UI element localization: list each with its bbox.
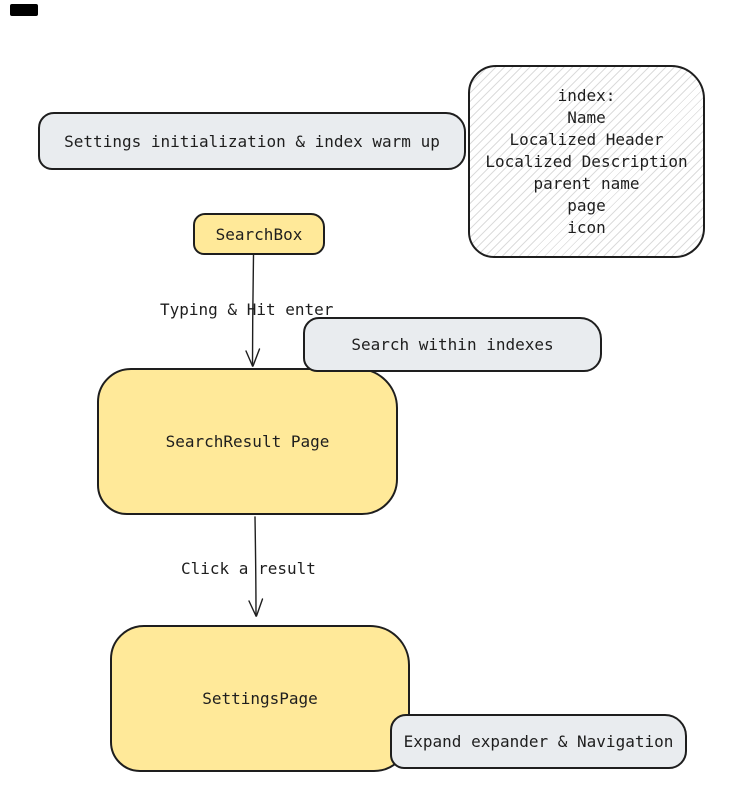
node-searchbox: SearchBox bbox=[193, 213, 325, 255]
index-note-line-title: index: bbox=[557, 85, 616, 105]
node-search-result-page-label: SearchResult Page bbox=[165, 432, 330, 451]
node-settings-page: SettingsPage bbox=[110, 625, 410, 772]
node-search-result-page: SearchResult Page bbox=[97, 368, 398, 515]
index-note-line-localized-description: Localized Description bbox=[485, 151, 688, 171]
edge-label-typing: Typing & Hit enter bbox=[160, 300, 334, 319]
black-marker bbox=[10, 4, 38, 16]
node-settings-initialization-label: Settings initialization & index warm up bbox=[64, 131, 440, 151]
node-expand-expander-navigation-label: Expand expander & Navigation bbox=[403, 732, 674, 751]
edge-label-click-result: Click a result bbox=[181, 559, 316, 578]
node-expand-expander-navigation: Expand expander & Navigation bbox=[390, 714, 687, 769]
node-search-within-indexes: Search within indexes bbox=[303, 317, 602, 372]
node-settings-initialization: Settings initialization & index warm up bbox=[38, 112, 466, 170]
node-index-note: index: Name Localized Header Localized D… bbox=[468, 65, 705, 258]
arrow-typing-hit-enter bbox=[245, 254, 261, 367]
index-note-line-parent-name: parent name bbox=[533, 173, 640, 193]
index-note-line-localized-header: Localized Header bbox=[509, 129, 664, 149]
node-searchbox-label: SearchBox bbox=[215, 224, 303, 244]
node-search-within-indexes-label: Search within indexes bbox=[351, 335, 554, 354]
index-note-line-icon: icon bbox=[567, 217, 606, 237]
node-settings-page-label: SettingsPage bbox=[202, 689, 318, 708]
index-note-line-page: page bbox=[567, 195, 606, 215]
index-note-line-name: Name bbox=[567, 107, 606, 127]
arrow-click-result bbox=[248, 516, 264, 617]
